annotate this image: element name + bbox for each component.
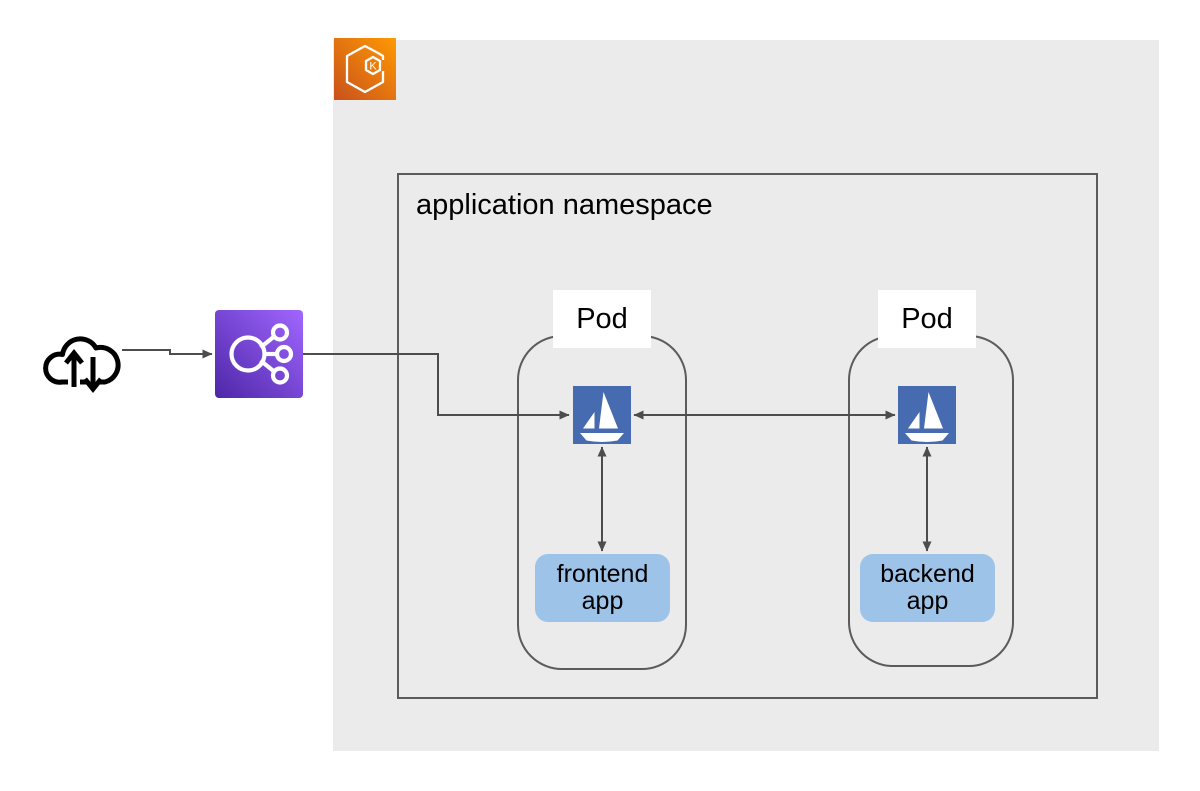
- frontend-app-box: frontend app: [535, 554, 670, 622]
- pod-frontend-label: Pod: [553, 290, 651, 348]
- istio-proxy-icon-backend: [898, 386, 956, 444]
- backend-app-box: backend app: [860, 554, 995, 622]
- frontend-app-label-line1: frontend: [556, 560, 649, 588]
- upload-arrow-icon: [64, 348, 84, 387]
- istio-sailboat-glyph: [580, 392, 624, 442]
- backend-app-label-line1: backend: [880, 560, 975, 588]
- eks-icon-glyph: K: [345, 44, 385, 94]
- load-balancer-glyph: [229, 323, 294, 385]
- download-arrow-icon: [83, 357, 103, 394]
- arrow-internet-to-lb: [122, 349, 213, 359]
- load-balancer-icon: [215, 310, 303, 398]
- backend-app-label-line2: app: [906, 587, 949, 615]
- istio-proxy-icon-frontend: [573, 386, 631, 444]
- eks-icon: K: [334, 38, 396, 100]
- frontend-app-label-line2: app: [581, 587, 624, 615]
- internet-cloud-icon: [43, 336, 121, 394]
- eks-letter: K: [369, 61, 377, 73]
- istio-sailboat-glyph: [905, 392, 949, 442]
- application-namespace-box: application namespace: [397, 173, 1098, 699]
- namespace-label: application namespace: [416, 189, 713, 221]
- pod-backend-label: Pod: [878, 290, 976, 348]
